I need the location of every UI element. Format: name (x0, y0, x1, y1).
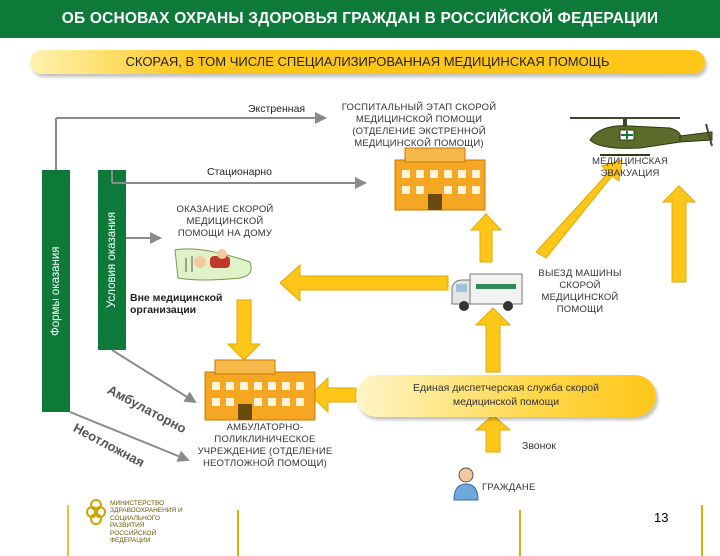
ambulance-trip-text: ВЫЕЗД МАШИНЫ СКОРОЙ МЕДИЦИНСКОЙ ПОМОЩИ (538, 268, 622, 315)
helicopter-icon (570, 117, 713, 156)
ministry-text: МИНИСТЕРСТВО ЗДРАВООХРАНЕНИЯ И СОЦИАЛЬНО… (110, 500, 183, 545)
subtitle-banner: СКОРАЯ, В ТОМ ЧИСЛЕ СПЕЦИАЛИЗИРОВАННАЯ М… (30, 50, 705, 74)
outpatient-arrow (111, 349, 197, 404)
dispatch-service-pill: Единая диспетчерская служба скорой медиц… (356, 375, 656, 417)
citizens-text: ГРАЖДАНЕ (482, 482, 536, 493)
urgent-arrow (69, 411, 190, 462)
ambulance-left-arrow (279, 263, 449, 303)
down-to-facility-arrow (226, 299, 262, 361)
call-up-arrow (474, 414, 512, 453)
ambulance-icon (451, 273, 523, 311)
outpatient-facility-text: АМБУЛАТОРНО-ПОЛИКЛИНИЧЕСКОЕ УЧРЕЖДЕНИЕ (… (197, 422, 333, 469)
page-title: ОБ ОСНОВАХ ОХРАНЫ ЗДОРОВЬЯ ГРАЖДАН В РОС… (0, 0, 720, 38)
ministry-logo-icon (86, 499, 106, 525)
outside-org-label: Вне медицинской организации (130, 292, 223, 317)
call-text: Звонок (522, 440, 556, 452)
medevac-arrow (535, 159, 623, 259)
inpatient-label: Стационарно (207, 166, 272, 178)
page-number: 13 (654, 510, 669, 525)
medevac-text: МЕДИЦИНСКАЯ ЭВАКУАЦИЯ (591, 156, 669, 179)
home-care-text: ОКАЗАНИЕ СКОРОЙ МЕДИЦИНСКОЙ ПОМОЩИ НА ДО… (176, 204, 274, 239)
dispatch-text: Единая диспетчерская служба скорой медиц… (413, 382, 599, 408)
hospital-building-icon (394, 147, 486, 211)
home-care-illustration-icon (174, 248, 252, 281)
hospital-stage-text: ГОСПИТАЛЬНЫЙ ЭТАП СКОРОЙ МЕДИЦИНСКОЙ ПОМ… (341, 102, 497, 149)
outpatient-building-icon (204, 359, 316, 421)
dispatch-left-arrow (309, 376, 357, 414)
dispatch-up-arrow (474, 307, 512, 373)
right-up-arrow (661, 185, 697, 283)
ambulance-up-arrow (469, 213, 503, 263)
emergency-label: Экстренная (248, 103, 306, 115)
citizen-icon (453, 467, 479, 501)
